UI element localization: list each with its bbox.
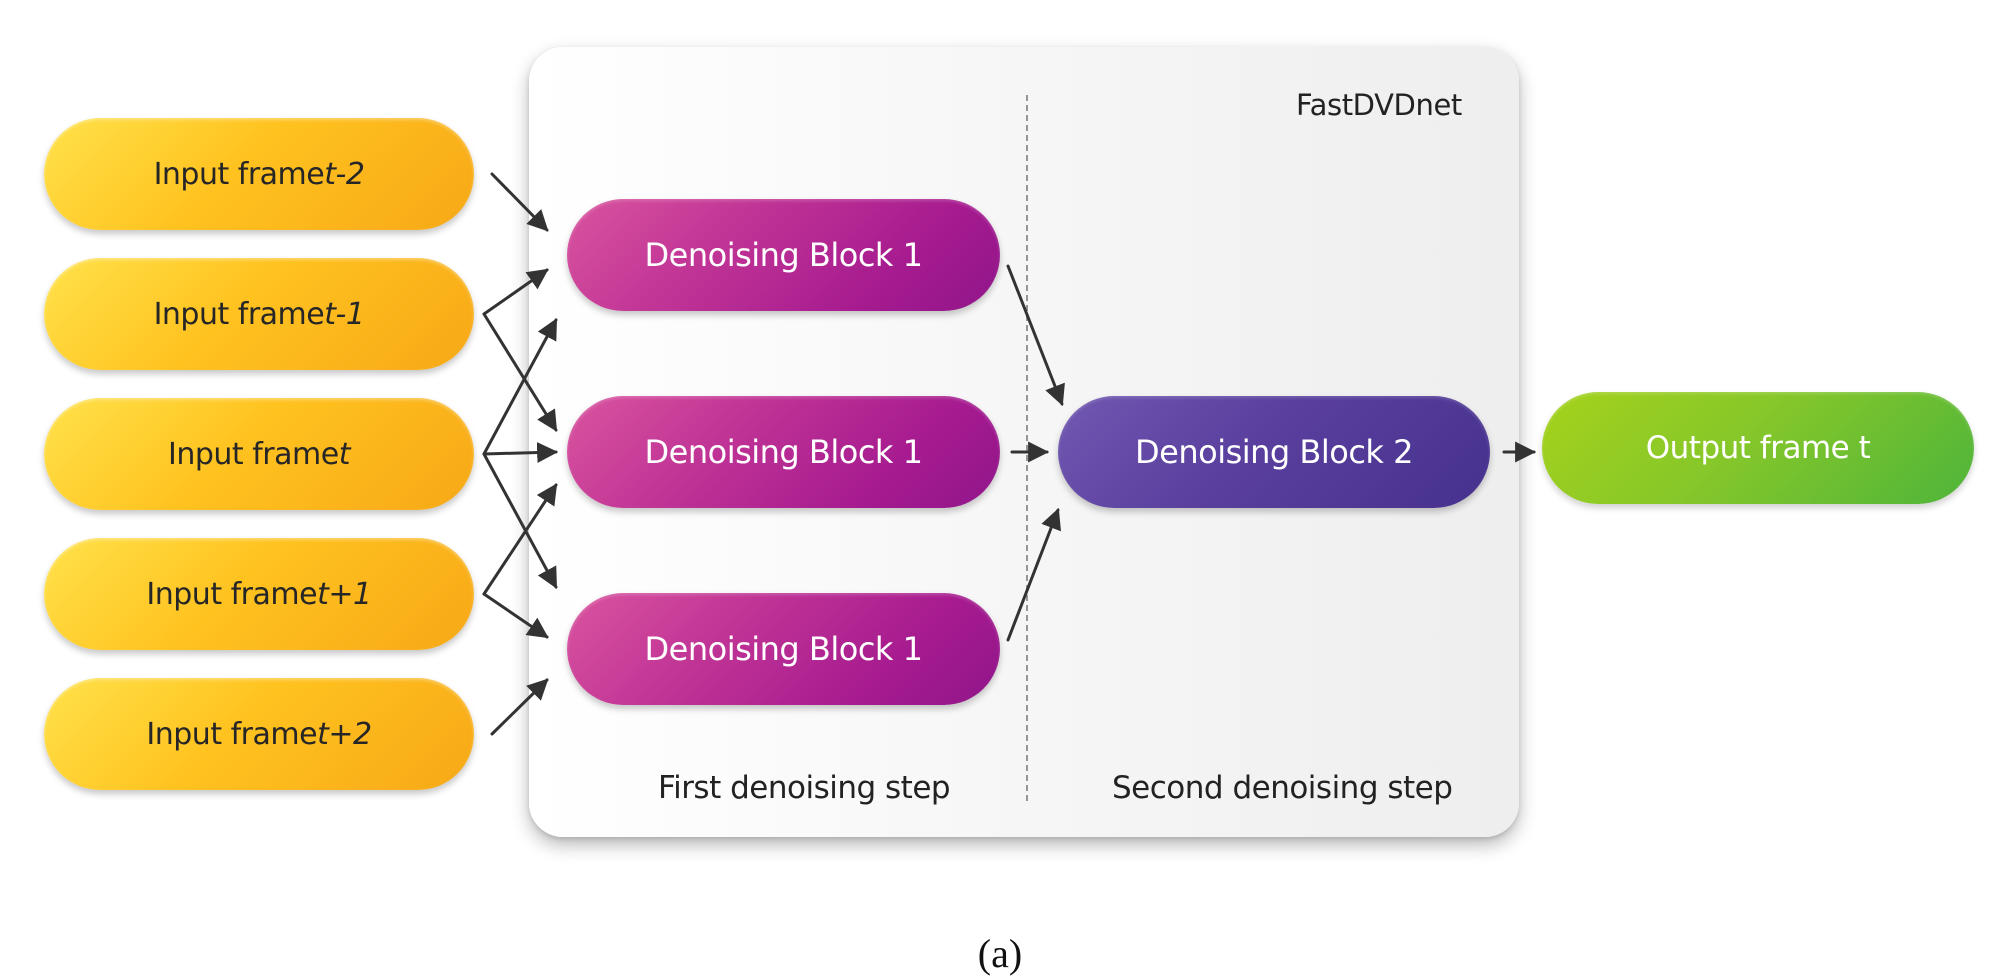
denoising-block-label: Denoising Block 1: [644, 236, 923, 274]
input-frame-t: Input frame t: [44, 398, 474, 510]
output-frame-label: Output frame t: [1645, 430, 1871, 466]
step-divider: [1026, 95, 1028, 801]
input-frame-prefix: Input frame: [153, 296, 325, 332]
input-frame-t-minus-1: Input frame t-1: [44, 258, 474, 370]
input-frame-prefix: Input frame: [168, 436, 339, 472]
fastdvdnet-title: FastDVDnet: [1296, 88, 1462, 122]
denoising-block-2: Denoising Block 2: [1058, 396, 1490, 508]
input-frame-t-plus-1: Input frame t+1: [44, 538, 474, 650]
second-step-label: Second denoising step: [1112, 770, 1453, 806]
input-frame-index: t-1: [324, 296, 365, 332]
first-step-label: First denoising step: [658, 770, 951, 806]
input-frame-index: t+1: [317, 576, 372, 612]
input-frame-prefix: Input frame: [146, 716, 318, 752]
denoising-block-1-middle: Denoising Block 1: [567, 396, 1000, 508]
figure-caption: (a): [977, 931, 1023, 976]
denoising-block-1-bottom: Denoising Block 1: [567, 593, 1000, 705]
input-frame-index: t+2: [317, 716, 372, 752]
input-frame-index: t: [338, 436, 351, 472]
denoising-block-label: Denoising Block 1: [644, 433, 923, 471]
output-frame-t: Output frame t: [1542, 392, 1974, 504]
input-frame-index: t-2: [324, 156, 365, 192]
input-frame-t-minus-2: Input frame t-2: [44, 118, 474, 230]
denoising-block-label: Denoising Block 1: [644, 630, 923, 668]
input-frame-prefix: Input frame: [146, 576, 318, 612]
input-frame-prefix: Input frame: [153, 156, 325, 192]
denoising-block-label: Denoising Block 2: [1135, 433, 1413, 471]
input-frame-t-plus-2: Input frame t+2: [44, 678, 474, 790]
denoising-block-1-top: Denoising Block 1: [567, 199, 1000, 311]
